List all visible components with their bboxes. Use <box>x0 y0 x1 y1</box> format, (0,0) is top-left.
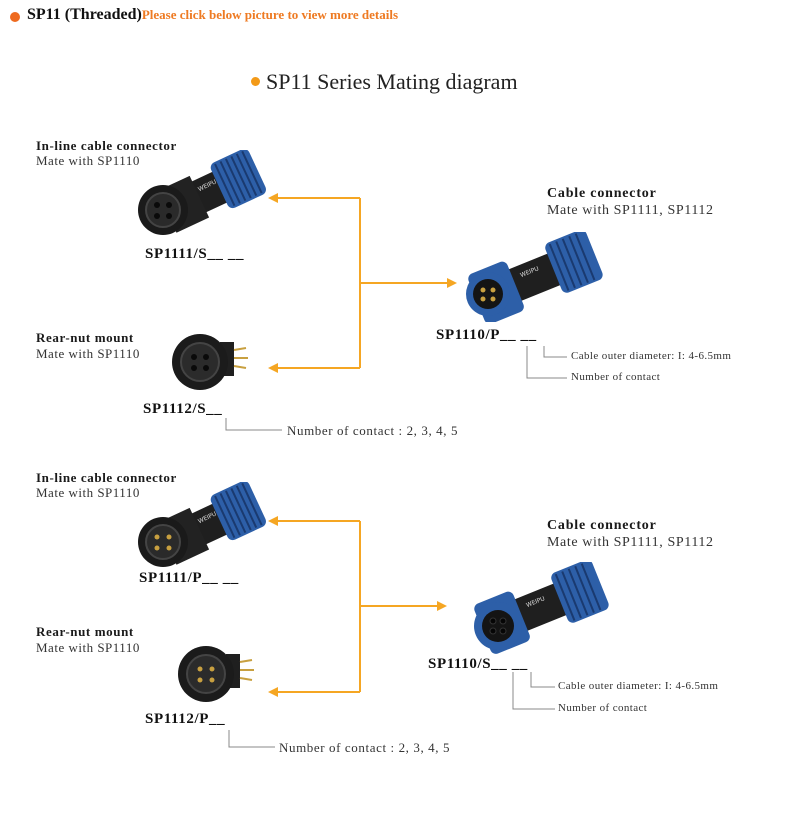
group1-inline-title: In-line cable connector <box>36 138 177 153</box>
header-title: SP11 (Threaded)Please click below pictur… <box>27 6 398 24</box>
group2-inline-mate: Mate with SP1110 <box>36 485 140 500</box>
inline-connector-male-image[interactable]: WEIPU <box>133 482 273 572</box>
rear-nut-connector-male-image[interactable] <box>176 640 266 708</box>
group1-cable-contact: Number of contact <box>571 371 661 383</box>
group1-contact-leader <box>526 346 567 379</box>
group1-rear-part: SP1112/S__ <box>143 401 223 417</box>
header-title-text: SP11 (Threaded) <box>27 6 142 23</box>
group2-rear-mate: Mate with SP1110 <box>36 640 140 655</box>
group1-diameter-leader <box>543 346 567 358</box>
group1-cable-diameter: Cable outer diameter: I: 4-6.5mm <box>571 350 732 362</box>
group2-cable-contact: Number of contact <box>558 702 648 714</box>
group1-rear-title: Rear-nut mount <box>36 330 134 345</box>
group2-cable-diameter: Cable outer diameter: I: 4-6.5mm <box>558 680 719 692</box>
group2-rear-title: Rear-nut mount <box>36 624 134 639</box>
diagram-title: SP11 Series Mating diagram <box>266 69 518 94</box>
group2-inline-title: In-line cable connector <box>36 470 177 485</box>
cable-connector-female-image[interactable]: WEIPU <box>466 562 616 657</box>
group2-rear-part: SP1112/P__ <box>145 711 226 727</box>
group2-cable-mate: Mate with SP1111, SP1112 <box>547 535 714 550</box>
group1-cable-part: SP1110/P__ __ <box>436 327 537 343</box>
inline-connector-female-image[interactable]: WEIPU <box>133 150 273 240</box>
title-bullet <box>251 77 260 86</box>
group2-diameter-leader <box>530 672 555 688</box>
group1-cable-title: Cable connector <box>547 186 657 201</box>
cable-connector-male-image[interactable]: WEIPU <box>460 232 610 322</box>
group1-rear-mate: Mate with SP1110 <box>36 346 140 361</box>
group1-inline-mate: Mate with SP1110 <box>36 153 140 168</box>
header-bullet <box>10 12 20 22</box>
group1-arrows <box>268 193 457 373</box>
group1-rear-note: Number of contact : 2, 3, 4, 5 <box>287 423 459 438</box>
rear-nut-connector-female-image[interactable] <box>170 328 260 396</box>
group2-cable-title: Cable connector <box>547 518 657 533</box>
group1-cable-mate: Mate with SP1111, SP1112 <box>547 203 714 218</box>
group2-cable-part: SP1110/S__ __ <box>428 656 528 672</box>
details-link[interactable]: Please click below picture to view more … <box>141 7 399 22</box>
group2-inline-part: SP1111/P__ __ <box>139 570 239 586</box>
group2-rear-note: Number of contact : 2, 3, 4, 5 <box>279 740 451 755</box>
group2-contact-leader <box>512 672 555 710</box>
group1-inline-part: SP1111/S__ __ <box>145 246 245 262</box>
group1-rear-leader <box>225 418 282 431</box>
group2-rear-leader <box>228 730 275 748</box>
group2-arrows <box>268 516 447 697</box>
